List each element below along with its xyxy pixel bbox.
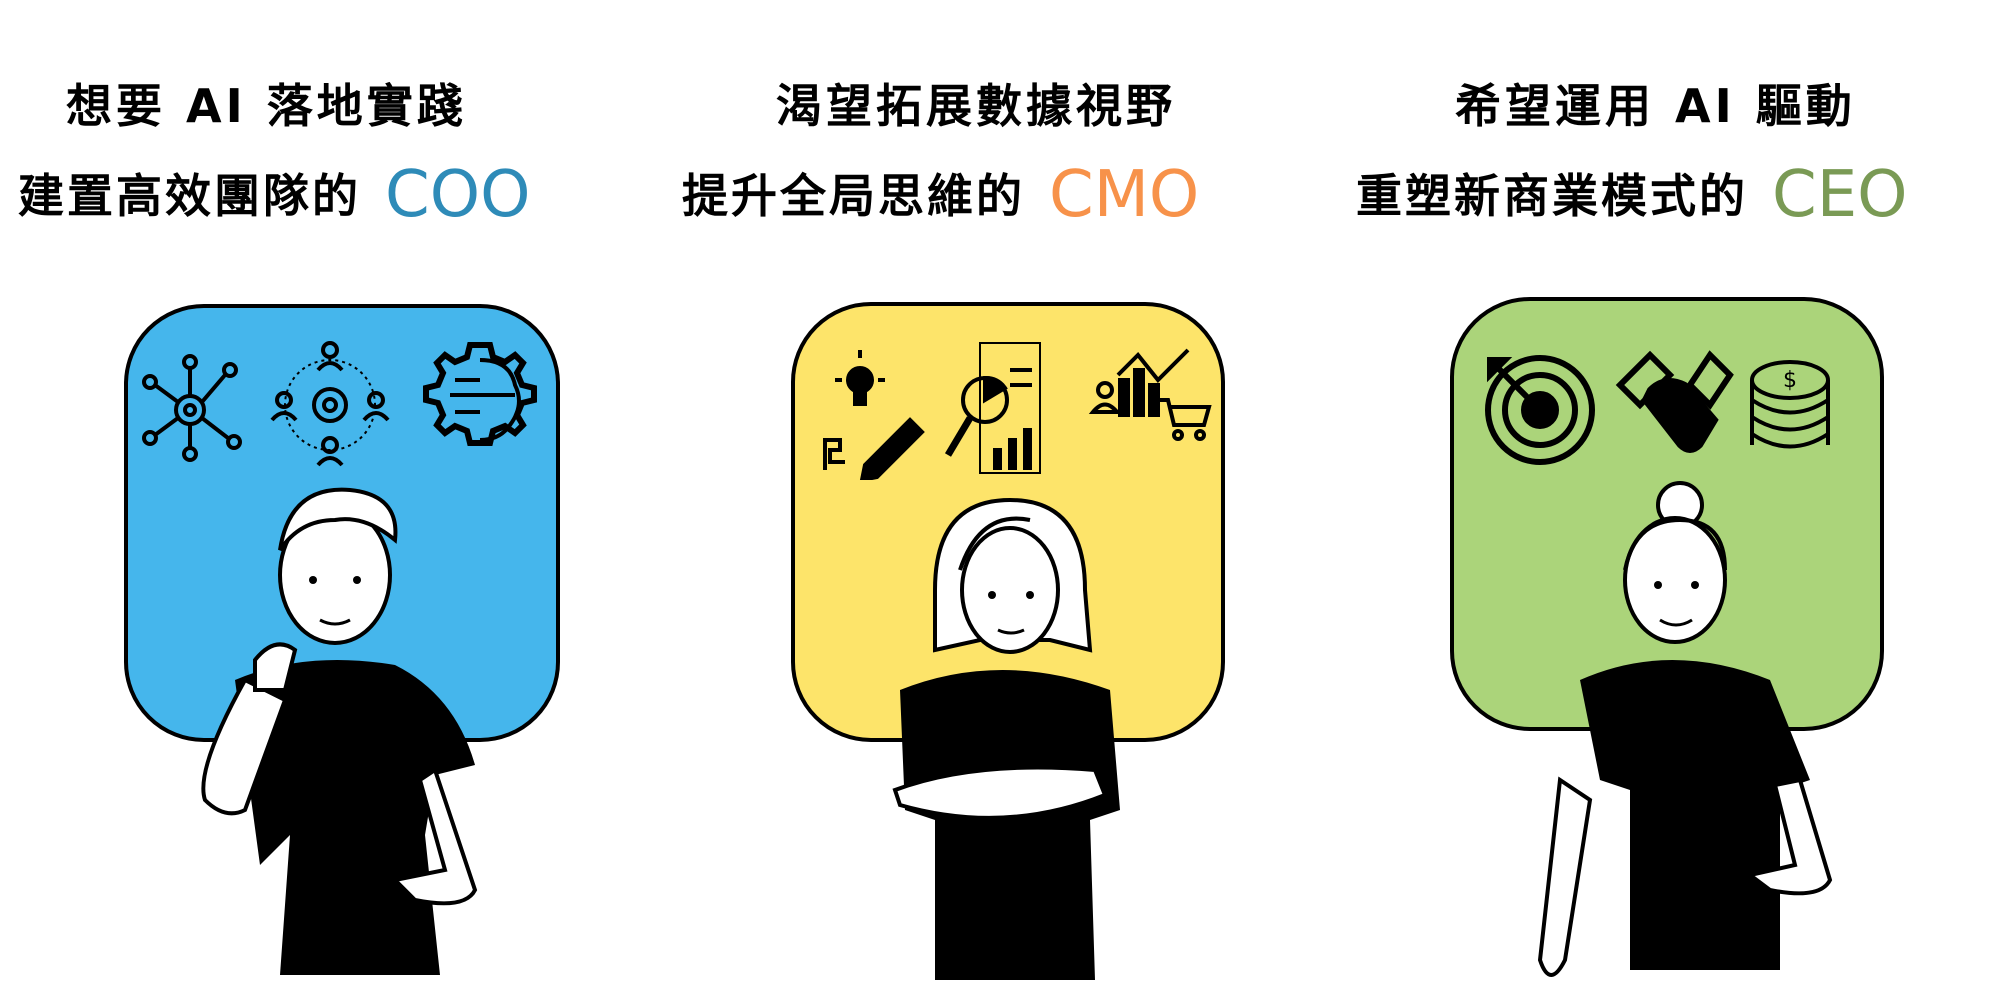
team-target-icon bbox=[270, 341, 390, 467]
ceo-person-illustration bbox=[1537, 481, 1833, 977]
brain-gear-icon bbox=[423, 342, 537, 446]
cmo-heading-text: 提升全局思維的 bbox=[682, 169, 1025, 223]
cmo-heading-line1: 渴望拓展數據視野 bbox=[776, 79, 1176, 133]
svg-text:$: $ bbox=[1783, 368, 1797, 393]
ceo-heading-text: 重塑新商業模式的 bbox=[1356, 169, 1748, 223]
data-report-icon bbox=[944, 342, 1041, 474]
network-icon bbox=[142, 354, 242, 462]
idea-pencil-icon bbox=[823, 350, 925, 480]
ceo-heading-line1: 希望運用 AI 驅動 bbox=[1455, 79, 1856, 133]
coo-heading-line2: 建置高效團隊的 COO bbox=[18, 158, 530, 232]
cmo-person-illustration bbox=[892, 497, 1120, 980]
coo-role-label: COO bbox=[385, 158, 531, 232]
target-icon bbox=[1485, 355, 1595, 465]
coins-icon: $ bbox=[1750, 360, 1830, 449]
coo-person-illustration bbox=[201, 487, 478, 975]
coo-heading-text: 建置高效團隊的 bbox=[18, 169, 361, 223]
handshake-icon bbox=[1615, 350, 1734, 453]
ceo-role-label: CEO bbox=[1772, 158, 1908, 232]
cmo-role-label: CMO bbox=[1049, 158, 1200, 232]
coo-heading-line1: 想要 AI 落地實踐 bbox=[66, 79, 467, 133]
cmo-heading-line2: 提升全局思維的 CMO bbox=[682, 158, 1199, 232]
sales-chart-cart-icon bbox=[1088, 348, 1212, 441]
ceo-heading-line2: 重塑新商業模式的 CEO bbox=[1356, 158, 1908, 232]
